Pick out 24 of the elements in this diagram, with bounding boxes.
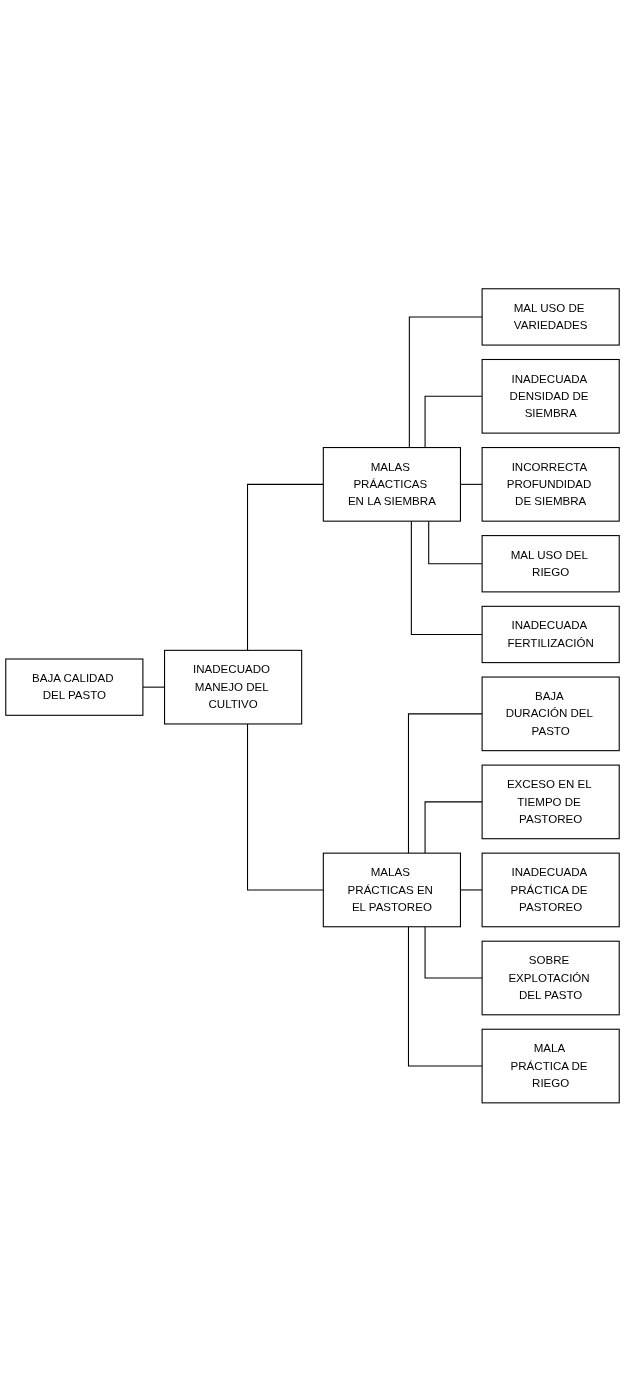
- node-box: INADECUADA PRÁCTICA DE PASTOREO: [481, 852, 620, 928]
- node-box: SOBRE EXPLOTACIÓN DEL PASTO: [481, 940, 620, 1016]
- node-box: MAL USO DE VARIEDADES: [481, 288, 620, 346]
- node-box: INADECUADA DENSIDAD DE SIEMBRA: [481, 359, 620, 434]
- connector: [424, 395, 483, 449]
- node-box: MALA PRÁCTICA DE RIEGO: [481, 1028, 620, 1104]
- node-box: MALAS PRÁCTICAS EN EL PASTOREO: [322, 852, 461, 928]
- connector: [410, 520, 483, 636]
- connector: [408, 316, 483, 449]
- connector: [424, 926, 483, 979]
- connector: [407, 926, 483, 1067]
- connector: [407, 713, 483, 854]
- node-box: INCORRECTA PROFUNDIDAD DE SIEMBRA: [481, 447, 620, 522]
- connector: [247, 484, 324, 652]
- node-box: EXCESO EN EL TIEMPO DE PASTOREO: [481, 764, 620, 840]
- connector: [424, 801, 483, 854]
- node-box: BAJA CALIDAD DEL PASTO: [5, 658, 144, 717]
- node-box: MALAS PRÁACTICAS EN LA SIEMBRA: [322, 447, 461, 522]
- node-box: INADECUADA FERTILIZACIÓN: [481, 605, 620, 664]
- node-box: MAL USO DEL RIEGO: [481, 535, 620, 593]
- connector: [247, 723, 324, 891]
- node-box: BAJA DURACIÓN DEL PASTO: [481, 676, 620, 752]
- node-box: INADECUADO MANEJO DEL CULTIVO: [164, 650, 303, 725]
- connector: [428, 520, 483, 565]
